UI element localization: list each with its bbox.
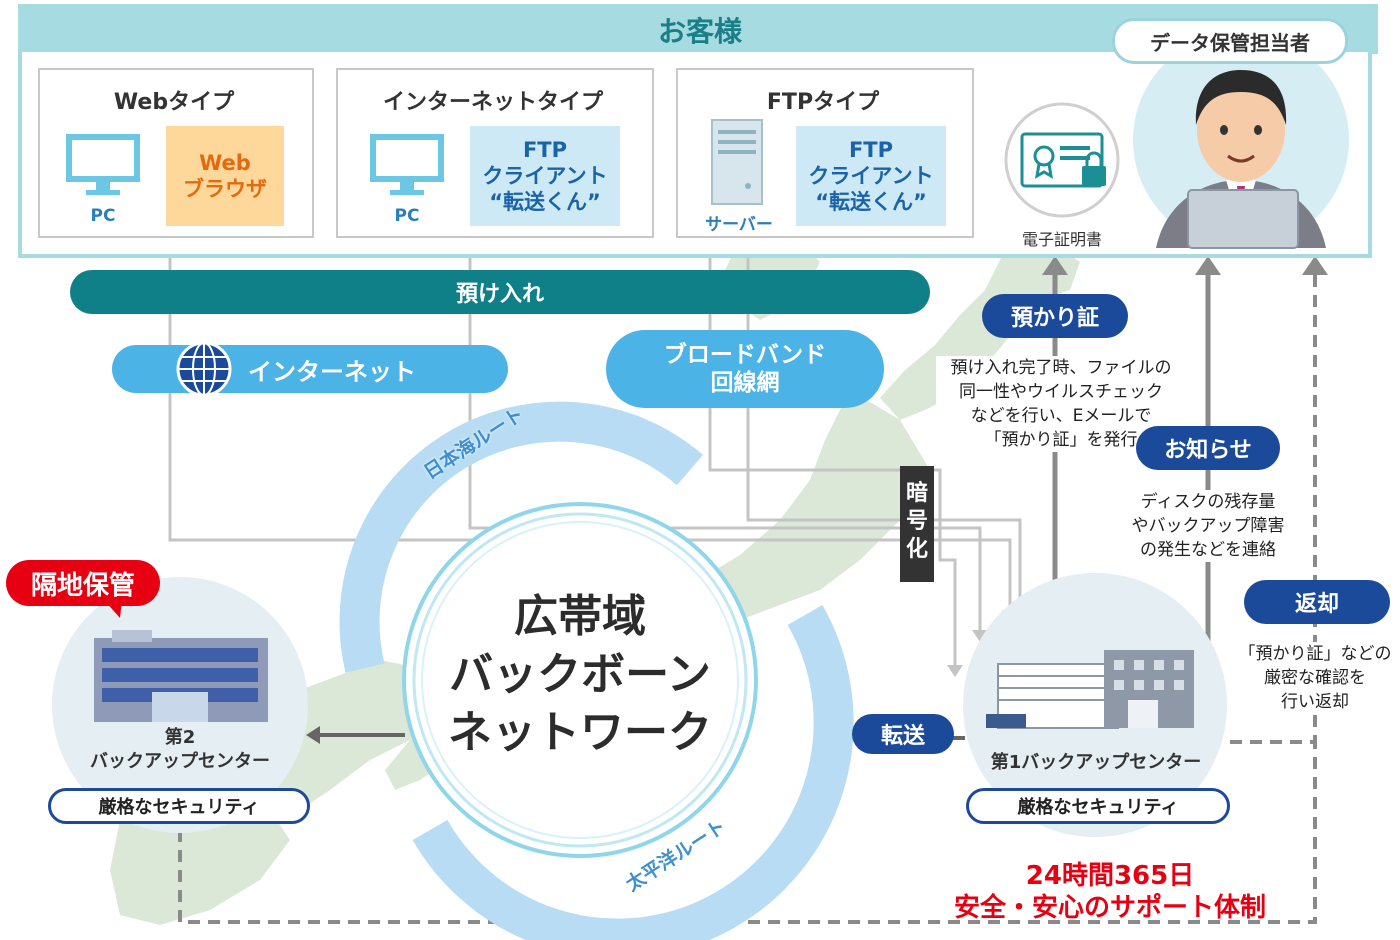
pc-monitor-icon — [66, 134, 140, 195]
return-tag: 返却 — [1244, 580, 1390, 624]
ftp-device-label: サーバー — [705, 215, 773, 235]
ftp-ftp-client-box: FTP クライアント “転送くん” — [796, 126, 946, 226]
notice-note: ディスクの残存量 やバックアップ障害 の発生などを連絡 — [1120, 490, 1296, 562]
web-type-title: Webタイプ — [113, 90, 235, 115]
certificate-icon — [1004, 102, 1120, 218]
ftp-type-title: FTPタイプ — [766, 90, 880, 115]
staff-avatar — [1133, 32, 1349, 249]
internet-type-title: インターネットタイプ — [382, 90, 603, 115]
internet-ftp-client-box: FTP クライアント “転送くん” — [470, 126, 620, 226]
receipt-tag: 預かり証 — [982, 294, 1128, 338]
internet-pill-label: インターネット — [248, 357, 416, 386]
return-note: 「預かり証」などの 厳密な確認を 行い返却 — [1232, 642, 1398, 714]
server-icon — [711, 119, 763, 205]
broadband-pill: ブロードバンド 回線網 — [606, 330, 884, 408]
support-statement: 24時間365日 安全・安心のサポート体制 — [953, 861, 1266, 923]
certificate-label: 電子証明書 — [1021, 230, 1102, 249]
pc-monitor-icon — [370, 134, 444, 195]
remote-storage-tag: 隔地保管 — [6, 560, 160, 606]
web-browser-box: Web ブラウザ — [166, 126, 284, 226]
internet-pill: インターネット — [112, 341, 508, 397]
first-center-name: 第1バックアップセンター — [990, 752, 1202, 773]
datacenter-building-icon — [986, 650, 1194, 729]
transfer-tag: 転送 — [852, 714, 954, 754]
customer-title: お客様 — [657, 15, 742, 48]
second-center-name: 第2 バックアップセンター — [90, 727, 270, 772]
globe-icon — [176, 341, 232, 397]
web-device-label: PC — [90, 206, 116, 226]
receipt-note: 預け入れ完了時、ファイルの 同一性やウイルスチェック などを行い、Eメールで 「… — [936, 356, 1186, 452]
deposit-bar: 預け入れ — [70, 270, 930, 314]
encryption-label: 暗 号 化 — [900, 466, 934, 582]
staff-label: データ保管担当者 — [1112, 18, 1348, 64]
speech-tail — [104, 600, 122, 618]
notice-tag: お知らせ — [1136, 426, 1280, 470]
internet-device-label: PC — [394, 206, 420, 226]
second-center-security: 厳格なセキュリティ — [48, 788, 310, 824]
first-center-security: 厳格なセキュリティ — [966, 788, 1230, 824]
backbone-network-label: 広帯域 バックボーン ネットワーク — [448, 591, 712, 758]
office-building-icon — [94, 630, 268, 722]
